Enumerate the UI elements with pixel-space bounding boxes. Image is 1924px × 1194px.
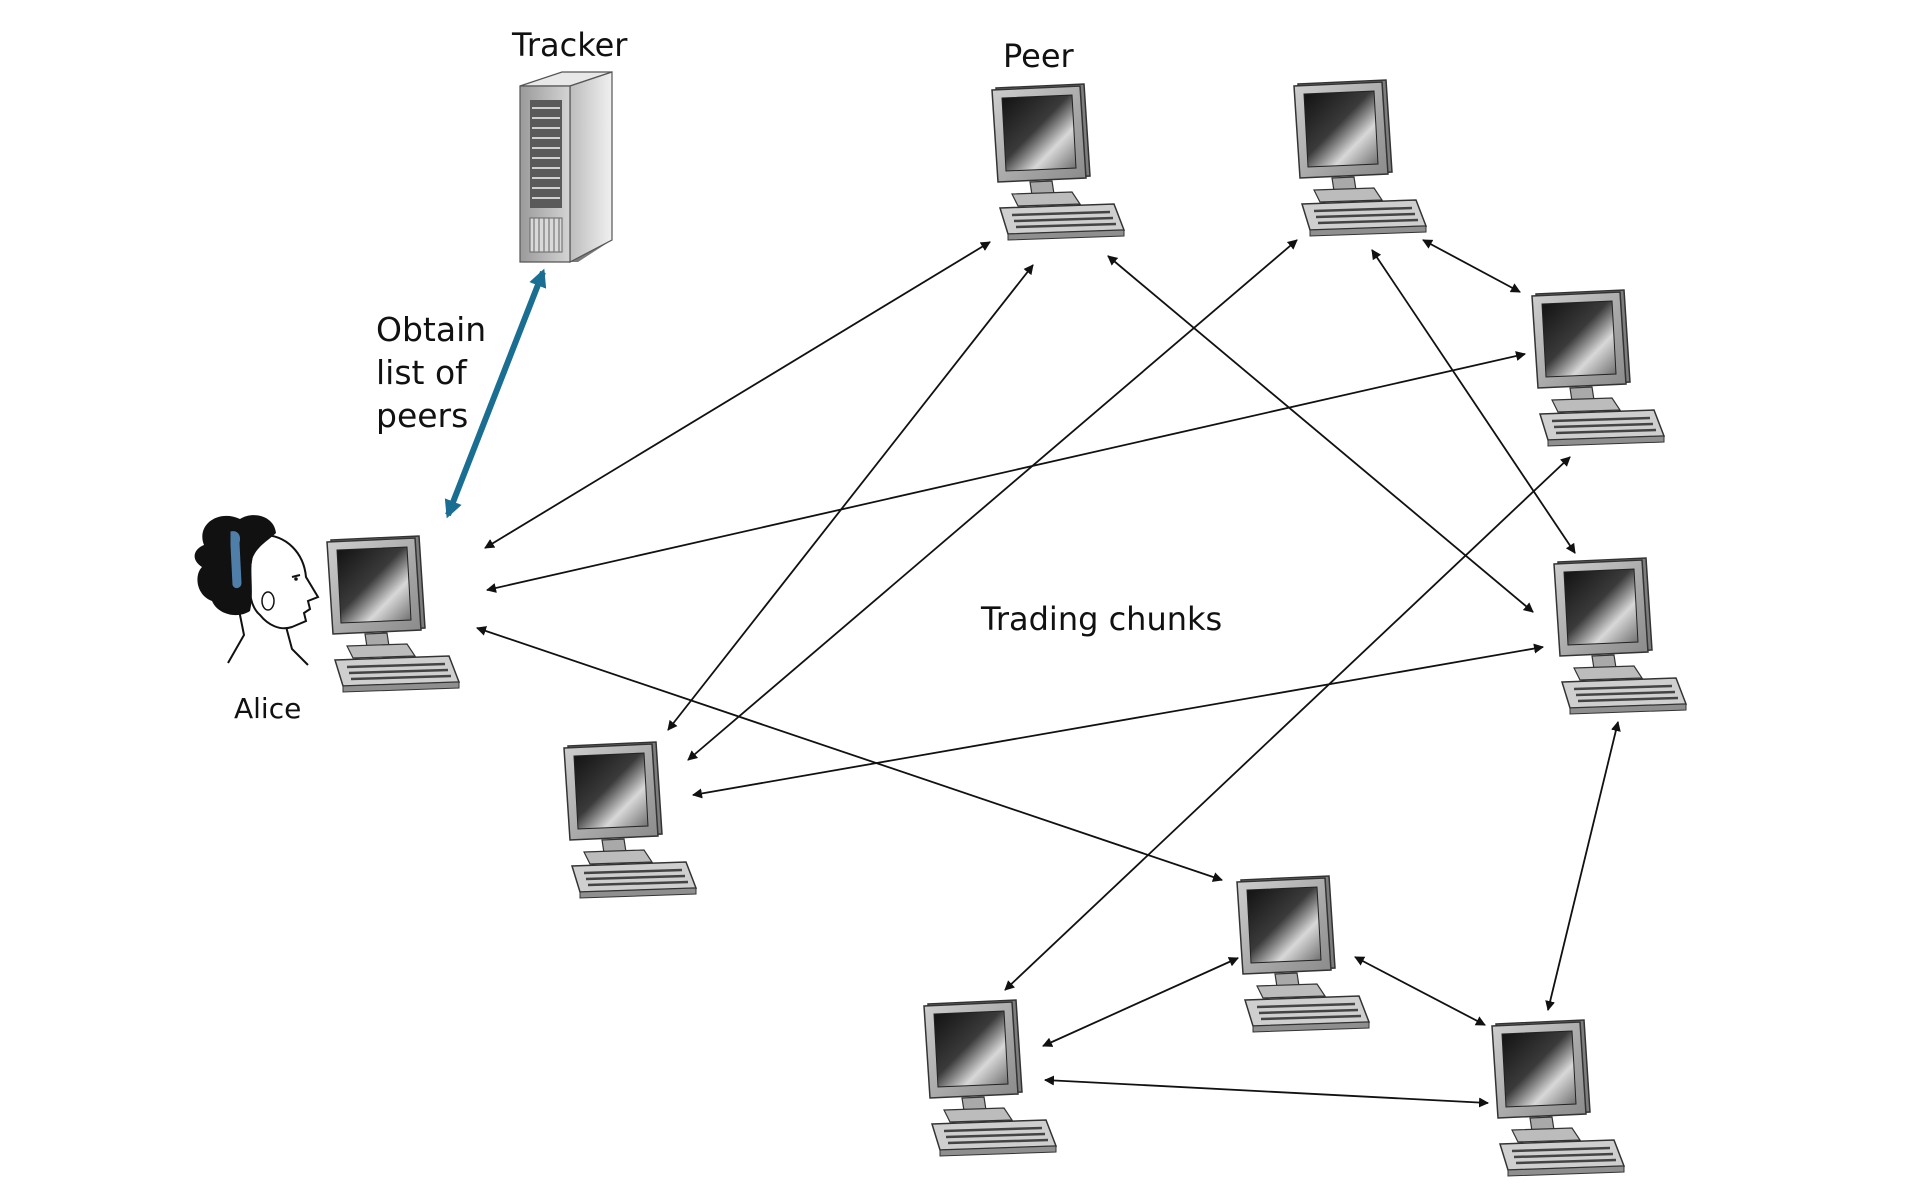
desktop-computer-icon	[922, 998, 1058, 1158]
obtain-label-line2: list of	[376, 353, 468, 392]
desktop-computer-icon	[1552, 556, 1688, 716]
desktop-computer-icon	[1292, 78, 1428, 238]
peer-label: Peer	[1003, 37, 1075, 75]
desktop-computer-icon	[1490, 1018, 1626, 1178]
link-bottommid-bottomleft	[1042, 957, 1239, 1047]
desktop-computer-icon	[1235, 874, 1371, 1034]
desktop-computer-icon	[325, 534, 461, 694]
link-bottommid-bottomright	[1354, 956, 1486, 1026]
tracker-label: Tracker	[511, 26, 628, 64]
link-right2-bottomright	[1545, 721, 1621, 1011]
obtain-label-line3: peers	[376, 396, 468, 435]
link-topright-right1	[1422, 239, 1521, 293]
link-right2-left	[692, 643, 1544, 799]
link-peer-top-left	[667, 264, 1034, 731]
desktop-computer-icon	[990, 82, 1126, 242]
obtain-label-line1: Obtain	[376, 310, 486, 349]
desktop-computer-icon	[562, 740, 698, 900]
tracker-arrow	[444, 268, 547, 519]
link-alice-peer-top	[484, 241, 991, 549]
peer-connections	[476, 239, 1621, 1108]
server-tower-icon	[519, 71, 613, 263]
link-bottomleft-bottomright	[1044, 1075, 1489, 1108]
link-alice-right1	[486, 351, 1526, 593]
desktop-computer-icon	[1530, 288, 1666, 448]
person-alice-icon	[194, 515, 320, 666]
trading-chunks-label: Trading chunks	[980, 600, 1222, 638]
alice-label: Alice	[234, 692, 301, 725]
